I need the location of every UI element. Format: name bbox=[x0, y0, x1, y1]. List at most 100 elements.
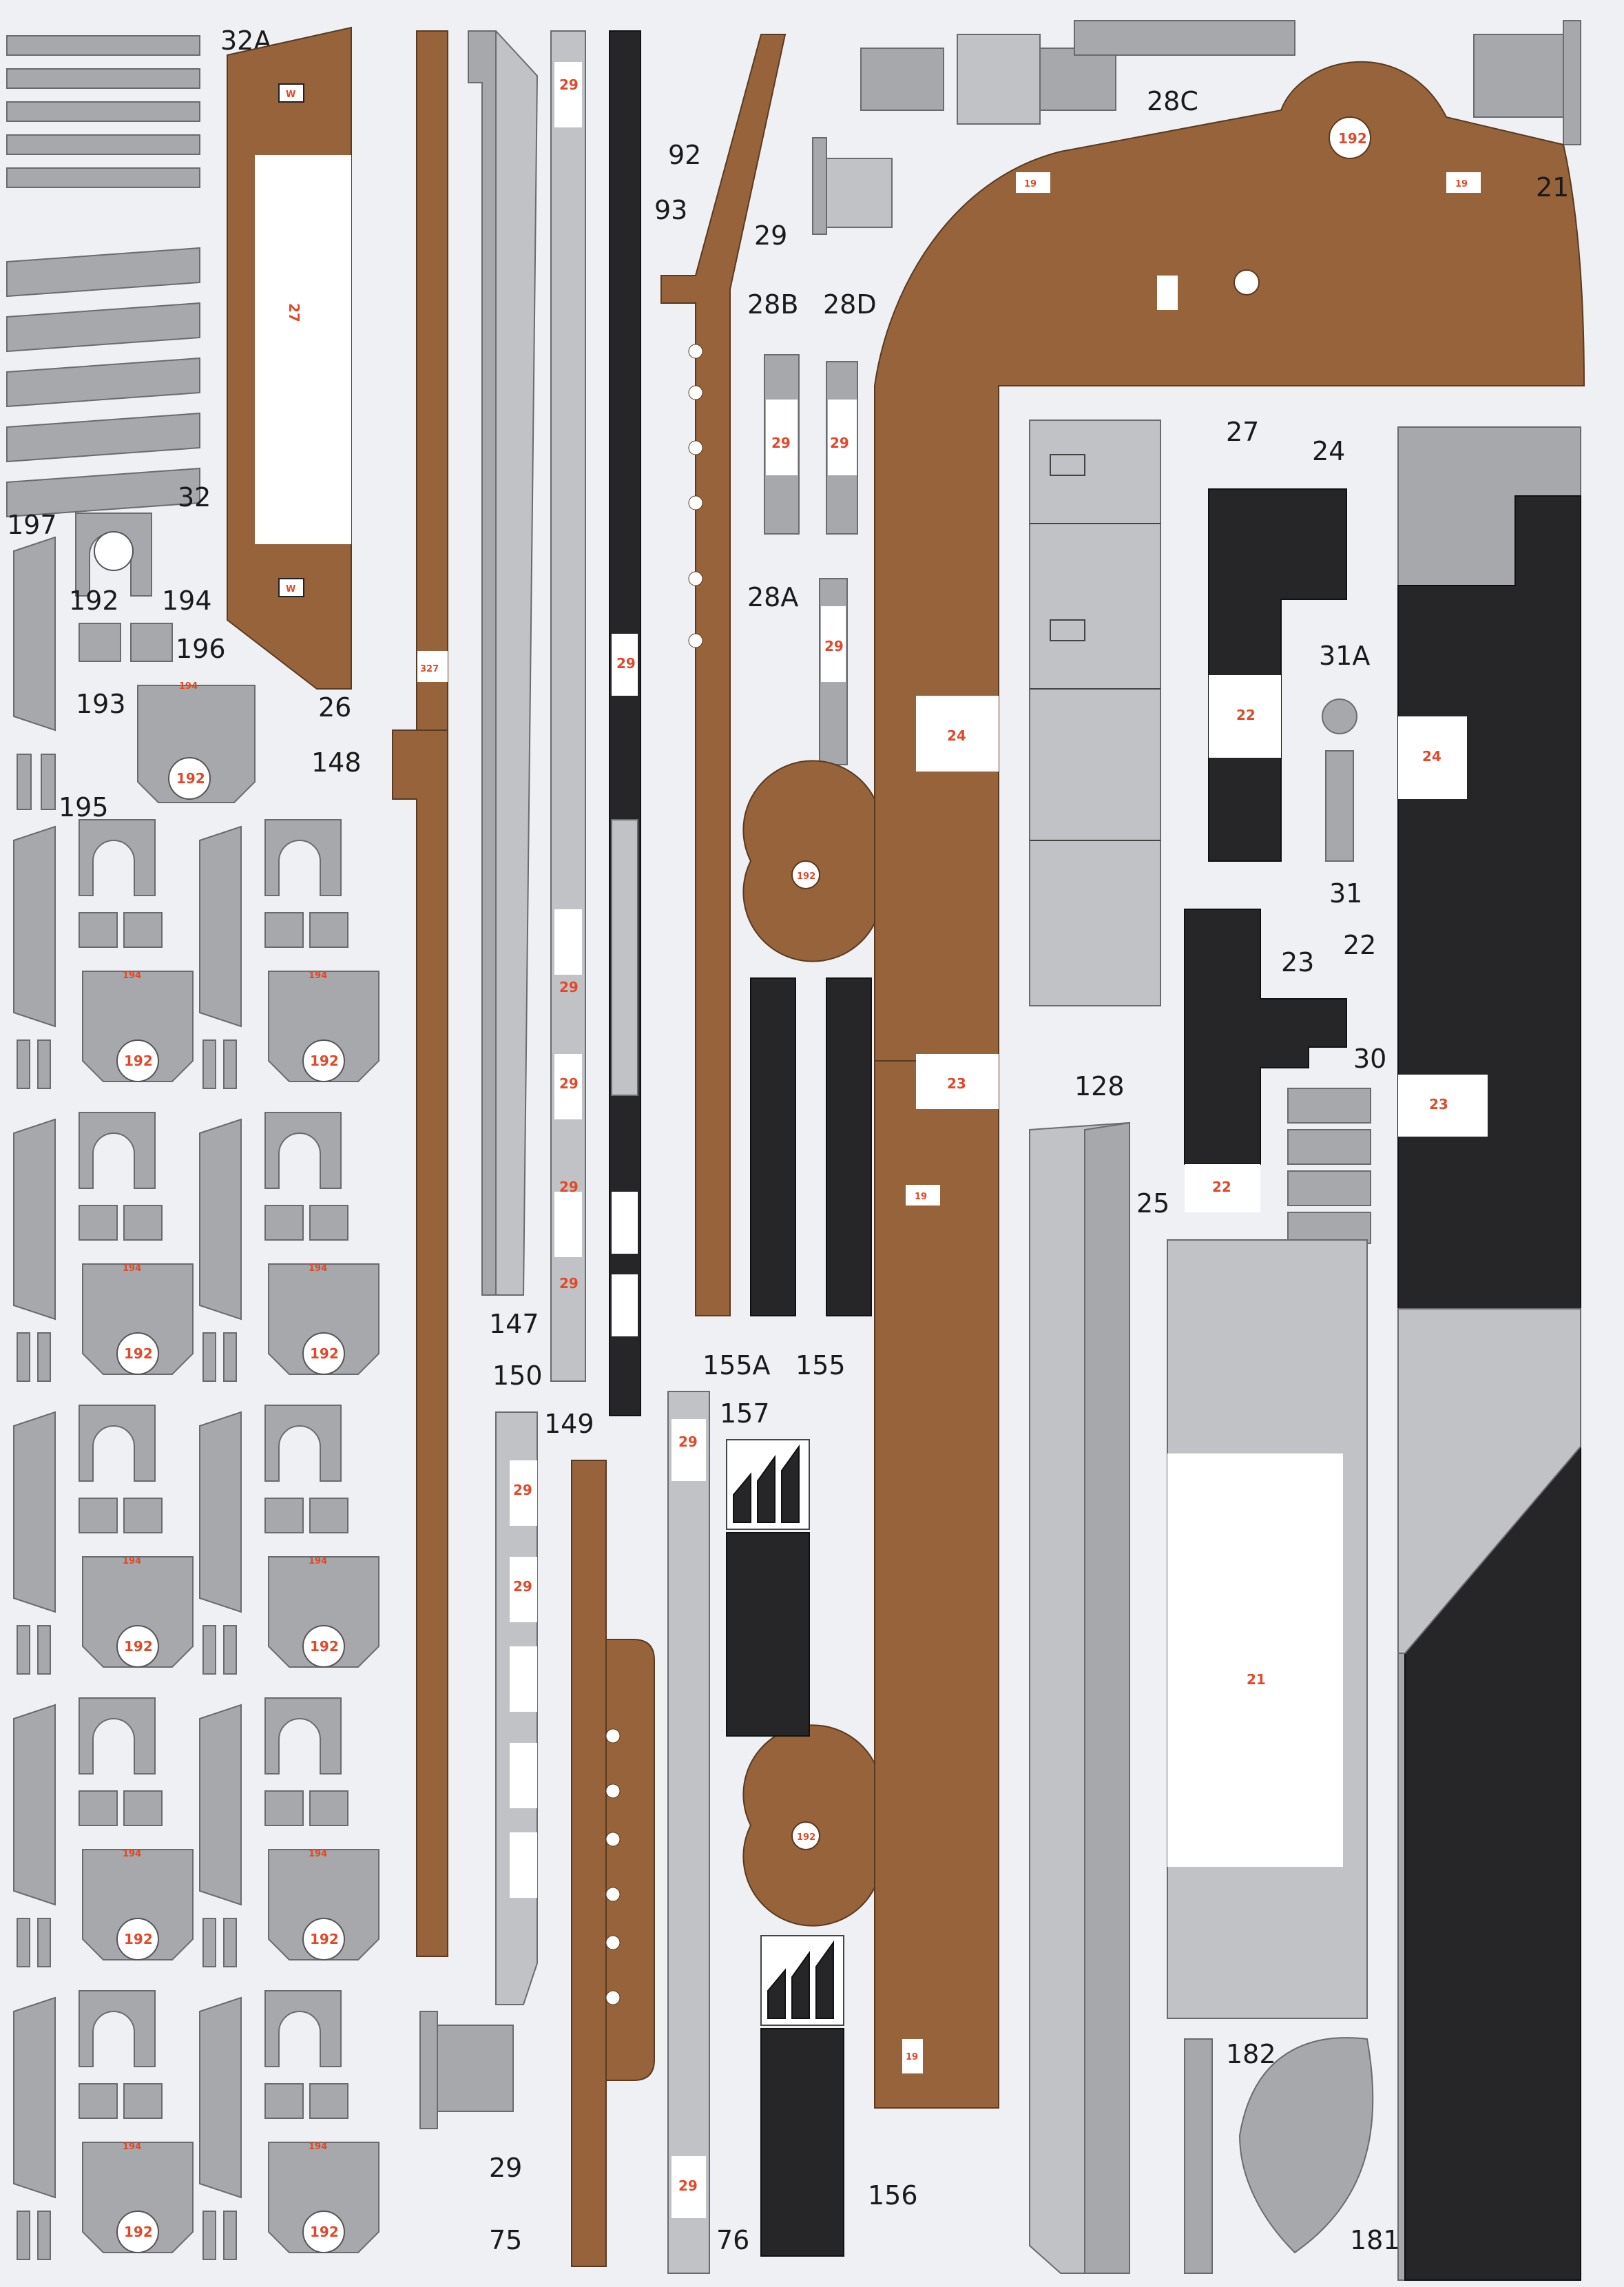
label-157: 157 bbox=[720, 1398, 770, 1429]
mark-194-r5c1: 194 bbox=[123, 2142, 141, 2152]
part-23: 22 bbox=[1184, 909, 1347, 1212]
label-149: 149 bbox=[544, 1409, 594, 1439]
label-193: 193 bbox=[76, 689, 126, 719]
label-31A: 31A bbox=[1319, 641, 1370, 671]
part-155 bbox=[750, 977, 872, 1316]
part-147 bbox=[468, 30, 539, 1296]
part-148: 327 bbox=[392, 30, 448, 1957]
label-75: 75 bbox=[489, 2225, 522, 2255]
part-31 bbox=[1325, 750, 1354, 862]
mark-29-93a: 29 bbox=[616, 655, 636, 672]
label-156: 156 bbox=[868, 2180, 918, 2211]
mark-192-tab-lower: 192 bbox=[797, 1832, 815, 1843]
strips-32 bbox=[6, 35, 200, 518]
mark-29-150b: 29 bbox=[513, 1578, 532, 1595]
mark-29-28B: 29 bbox=[771, 435, 791, 451]
mark-29-149b: 29 bbox=[559, 979, 579, 995]
label-29-lower: 29 bbox=[489, 2153, 522, 2183]
mark-192-tab-upper: 192 bbox=[797, 871, 815, 882]
label-28D: 28D bbox=[823, 289, 877, 320]
mark-29-149a: 29 bbox=[559, 76, 579, 93]
part-22-side: 24 23 bbox=[1397, 426, 1581, 2281]
barrel-top-right-flange bbox=[1563, 20, 1581, 145]
mark-19-deck-right: 19 bbox=[1455, 179, 1468, 189]
label-23: 23 bbox=[1281, 947, 1314, 977]
label-147: 147 bbox=[489, 1309, 539, 1339]
part-93: 29 bbox=[609, 30, 641, 1416]
label-181: 181 bbox=[1350, 2225, 1400, 2255]
mark-29-28A: 29 bbox=[824, 638, 844, 654]
mark-23-deck: 23 bbox=[947, 1075, 966, 1092]
mark-192-r1c1: 192 bbox=[124, 1053, 153, 1069]
part-92 bbox=[660, 34, 787, 1316]
label-182: 182 bbox=[1226, 2039, 1276, 2069]
label-93: 93 bbox=[654, 195, 687, 225]
mark-29-28D: 29 bbox=[830, 435, 849, 451]
part-29-lower bbox=[419, 2011, 514, 2129]
part-149: 29 29 29 29 29 bbox=[550, 30, 586, 1382]
mark-22-upper: 22 bbox=[1236, 707, 1256, 723]
label-92: 92 bbox=[668, 140, 701, 170]
mark-194-fit: 194 bbox=[179, 681, 198, 692]
label-197: 197 bbox=[7, 510, 57, 540]
mark-194-r1c1: 194 bbox=[123, 971, 141, 981]
part-28C bbox=[1074, 20, 1295, 56]
label-22: 22 bbox=[1343, 930, 1376, 960]
part-75 bbox=[571, 1460, 655, 2267]
label-76: 76 bbox=[716, 2225, 749, 2255]
label-195: 195 bbox=[59, 792, 109, 822]
part-156 bbox=[760, 1935, 844, 2257]
mark-192-r3c1: 192 bbox=[124, 1638, 153, 1655]
mark-192-r2c1: 192 bbox=[124, 1345, 153, 1362]
mark-29-149c: 29 bbox=[559, 1075, 579, 1092]
mark-192-r5c2: 192 bbox=[310, 2224, 339, 2240]
mark-19-deck-bottom: 19 bbox=[906, 2052, 918, 2062]
label-155: 155 bbox=[795, 1350, 846, 1380]
label-32: 32 bbox=[178, 482, 211, 513]
label-25: 25 bbox=[1136, 1188, 1169, 1219]
part-30-grilles bbox=[1287, 1088, 1371, 1244]
mark-22-lower: 22 bbox=[1212, 1179, 1231, 1195]
mark-192-r5c1: 192 bbox=[124, 2224, 153, 2240]
mark-29-76a: 29 bbox=[678, 1434, 698, 1450]
mark-29-149d: 29 bbox=[559, 1179, 579, 1195]
part-25: 21 bbox=[1167, 1239, 1368, 2019]
mark-27: 27 bbox=[286, 303, 302, 322]
mark-21-panel: 21 bbox=[1247, 1671, 1266, 1688]
part-21-deck: 192 19 19 192 192 24 23 19 19 bbox=[742, 61, 1585, 2109]
mark-327: 327 bbox=[420, 664, 439, 674]
mark-w-bottom: W bbox=[286, 584, 295, 594]
mark-24-side: 24 bbox=[1422, 748, 1441, 765]
mark-29-149e: 29 bbox=[559, 1275, 579, 1292]
mark-24-deck: 24 bbox=[947, 727, 966, 744]
label-27: 27 bbox=[1226, 417, 1259, 447]
label-128: 128 bbox=[1074, 1071, 1125, 1101]
part-27 bbox=[1029, 420, 1161, 1006]
fitting-set-marks: 192 192 192 192 192 192 192 192 192 192 … bbox=[123, 971, 339, 2240]
mark-23-side: 23 bbox=[1429, 1096, 1448, 1113]
label-28A: 28A bbox=[747, 582, 798, 612]
mark-192-r2c2: 192 bbox=[310, 1345, 339, 1362]
mark-194-r2c2: 194 bbox=[309, 1263, 327, 1274]
mark-194-r2c1: 194 bbox=[123, 1263, 141, 1274]
label-194: 194 bbox=[162, 586, 212, 616]
mark-194-r3c2: 194 bbox=[309, 1556, 327, 1566]
small-barrels: 29 29 29 bbox=[764, 34, 1116, 765]
mark-192-r3c2: 192 bbox=[310, 1638, 339, 1655]
part-26: W W 27 bbox=[227, 26, 352, 690]
part-128 bbox=[1029, 1121, 1130, 2274]
mark-194-r5c2: 194 bbox=[309, 2142, 327, 2152]
mark-192-r1c2: 192 bbox=[310, 1053, 339, 1069]
mark-29-76b: 29 bbox=[678, 2177, 698, 2194]
mark-192-r4c2: 192 bbox=[310, 1931, 339, 1947]
label-30: 30 bbox=[1353, 1044, 1386, 1074]
part-24: 22 bbox=[1208, 488, 1347, 862]
label-29-top: 29 bbox=[754, 220, 787, 251]
part-31A bbox=[1322, 698, 1357, 734]
mark-192-r4c1: 192 bbox=[124, 1931, 153, 1947]
label-31: 31 bbox=[1329, 878, 1362, 909]
label-24: 24 bbox=[1312, 436, 1345, 466]
label-28C: 28C bbox=[1147, 86, 1198, 116]
mark-29-150a: 29 bbox=[513, 1482, 532, 1498]
